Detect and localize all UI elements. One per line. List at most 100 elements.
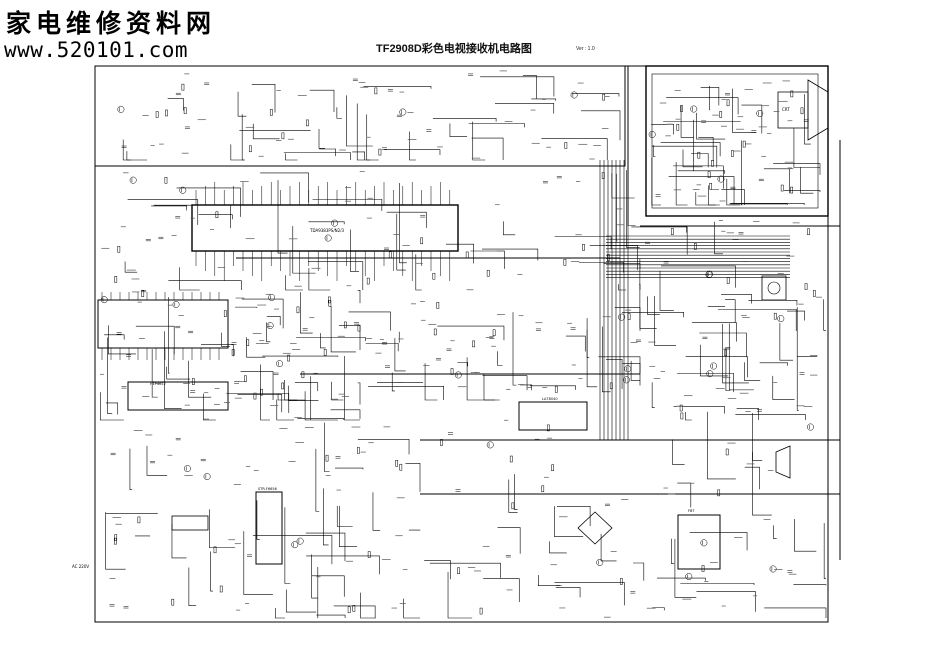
trace xyxy=(319,148,336,157)
resistor xyxy=(780,184,784,192)
trace xyxy=(503,221,516,236)
crt-label: CRT xyxy=(782,107,790,112)
transistor xyxy=(570,91,578,99)
resistor xyxy=(269,109,273,116)
trace xyxy=(240,371,274,400)
trace xyxy=(108,325,137,355)
trace xyxy=(700,87,720,106)
trace xyxy=(600,533,617,562)
resistor xyxy=(679,404,683,412)
trace xyxy=(352,151,366,160)
trace xyxy=(237,394,283,413)
trace xyxy=(695,192,720,206)
resistor xyxy=(680,105,683,112)
trace xyxy=(616,173,618,242)
trace xyxy=(614,307,641,331)
trace xyxy=(494,103,555,114)
trace xyxy=(651,124,674,135)
wiring xyxy=(100,66,841,619)
crt-board-outline xyxy=(645,65,829,217)
trace xyxy=(772,375,795,400)
trace xyxy=(262,355,339,357)
trace xyxy=(357,439,410,455)
trace xyxy=(445,243,474,264)
trace xyxy=(759,362,788,366)
trace xyxy=(396,213,406,271)
trace xyxy=(721,294,752,304)
trace xyxy=(652,144,656,157)
trace xyxy=(618,284,627,291)
field-ic-body xyxy=(518,401,588,431)
trace xyxy=(480,76,555,97)
resistor xyxy=(117,246,121,253)
trace xyxy=(666,97,739,115)
trace xyxy=(306,555,380,575)
trace xyxy=(260,172,309,203)
trace xyxy=(285,589,317,613)
trace xyxy=(696,591,756,612)
avswitch-ic-label: HEF4052 xyxy=(150,382,166,386)
resistor xyxy=(287,354,290,362)
trace xyxy=(531,98,557,101)
trace xyxy=(497,351,503,366)
trace xyxy=(153,204,231,229)
resistor xyxy=(114,534,118,541)
trace xyxy=(571,93,620,97)
trace xyxy=(631,226,688,255)
resistor xyxy=(433,328,437,336)
trace xyxy=(188,567,197,607)
trace xyxy=(365,342,399,352)
trace xyxy=(652,607,665,611)
resistor xyxy=(546,424,550,432)
transistor xyxy=(706,370,714,378)
trace xyxy=(639,258,657,329)
trace xyxy=(230,144,245,161)
trace xyxy=(784,190,821,193)
resistor xyxy=(191,378,195,385)
trace xyxy=(234,306,258,308)
trace xyxy=(294,382,319,392)
resistor xyxy=(711,160,714,167)
left-ic-body xyxy=(97,299,229,349)
trace xyxy=(598,356,641,386)
speaker-symbol xyxy=(775,445,791,479)
trace xyxy=(529,385,576,390)
trace xyxy=(651,157,662,206)
trace xyxy=(308,268,331,291)
trace xyxy=(656,577,706,581)
trace xyxy=(391,372,395,392)
trace xyxy=(252,123,280,140)
trace xyxy=(151,349,158,398)
trace xyxy=(773,163,821,175)
transistor xyxy=(399,108,407,116)
trace xyxy=(403,598,420,619)
trace xyxy=(605,358,623,389)
resistor xyxy=(472,340,475,348)
trace xyxy=(127,199,199,225)
trace xyxy=(691,322,737,342)
trace xyxy=(752,451,772,516)
trace xyxy=(580,110,621,141)
trace xyxy=(661,265,736,288)
transistor xyxy=(807,423,814,431)
resistor xyxy=(301,371,305,379)
components xyxy=(100,73,816,615)
trace xyxy=(557,506,591,527)
trace xyxy=(409,131,416,161)
trace xyxy=(330,409,361,419)
resistor xyxy=(551,464,555,472)
trace xyxy=(135,325,175,355)
trace xyxy=(554,506,584,537)
resistor xyxy=(813,290,816,297)
trace xyxy=(709,85,711,111)
resistor xyxy=(717,489,721,497)
component-labels xyxy=(99,70,822,618)
resistor xyxy=(395,460,399,467)
resistor xyxy=(563,259,567,266)
trace xyxy=(578,261,624,273)
trace xyxy=(405,463,421,492)
yoke-connector xyxy=(761,275,787,301)
trace xyxy=(198,214,233,220)
trace xyxy=(368,386,444,400)
transistor xyxy=(690,105,698,113)
